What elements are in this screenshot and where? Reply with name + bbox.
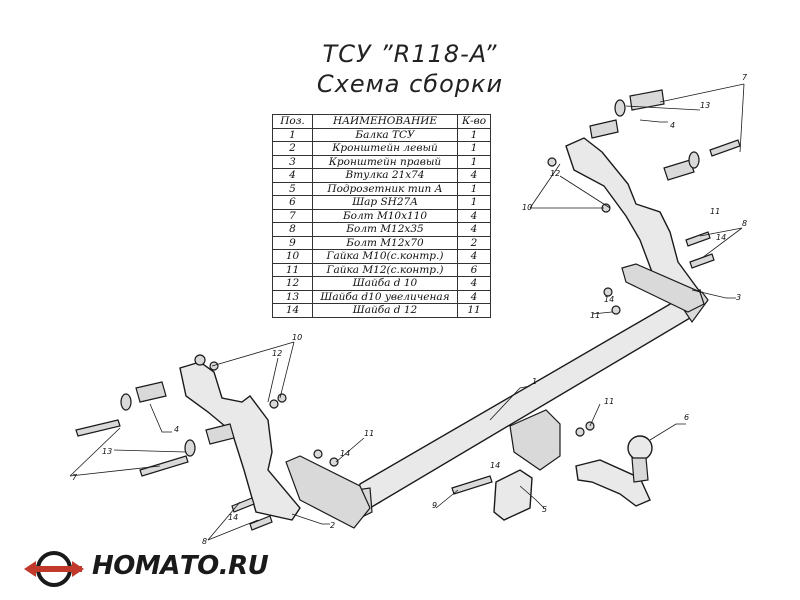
callout-11-upper: 11 [710,207,720,216]
tow-ball [575,435,653,507]
callout-12-right: 12 [550,169,560,178]
callout-14-right: 14 [716,233,726,242]
cell-name: Гайка М10(с.контр.) [312,249,458,264]
callout-7-right: 7 [742,73,748,82]
callout-4-left: 4 [174,425,179,434]
cell-pos: 13 [272,289,313,304]
callout-5: 5 [542,505,547,514]
callout-3: 3 [736,293,741,302]
callout-8-right: 8 [742,219,747,228]
callout-14-left: 14 [228,513,238,522]
callout-11-plate: 11 [604,397,614,406]
callout-1: 1 [532,377,537,386]
diagram-subtitle: Схема сборки [316,70,504,98]
cell-pos: 14 [272,303,313,318]
socket-plate [493,409,561,521]
cell-qty: 6 [457,262,491,277]
callout-12-left: 12 [272,349,282,358]
callout-10-right: 10 [522,203,532,212]
cell-qty: 4 [457,289,491,304]
left-bracket [179,361,371,529]
callout-14-plate: 14 [490,461,500,470]
callout-10-left: 10 [292,333,302,342]
callout-13-left: 13 [102,447,112,456]
callout-4-right: 4 [670,121,675,130]
callout-9: 9 [432,501,437,510]
callout-2: 2 [330,521,335,530]
diagram-title: ТСУ ”R118-A” [322,40,498,68]
cell-qty: 4 [457,249,491,264]
callout-6: 6 [684,413,689,422]
cell-qty: 11 [457,303,491,318]
callout-14-mid: 14 [340,449,350,458]
cell-pos: 11 [272,262,313,277]
cell-qty: 1 [457,195,491,210]
homato-logo-icon [24,551,84,587]
logo-wordmark: НОМАТО.RU [92,551,269,581]
cell-name: Шайба d 12 [312,303,458,318]
callout-14-bracket: 14 [604,295,614,304]
callout-7-left: 7 [72,473,78,482]
callout-11-right: 11 [590,311,600,320]
callout-8-left: 8 [202,537,207,546]
left-fasteners [75,354,339,531]
callout-numbers: 1 2 3 4 4 5 6 7 7 8 8 9 10 10 11 11 11 1… [72,73,748,546]
cell-qty: 4 [457,276,491,291]
callout-13-right: 13 [700,101,710,110]
callout-11-left: 11 [364,429,374,438]
leader-lines [69,83,745,541]
cell-name: Шайба d10 увеличеная [312,289,458,304]
